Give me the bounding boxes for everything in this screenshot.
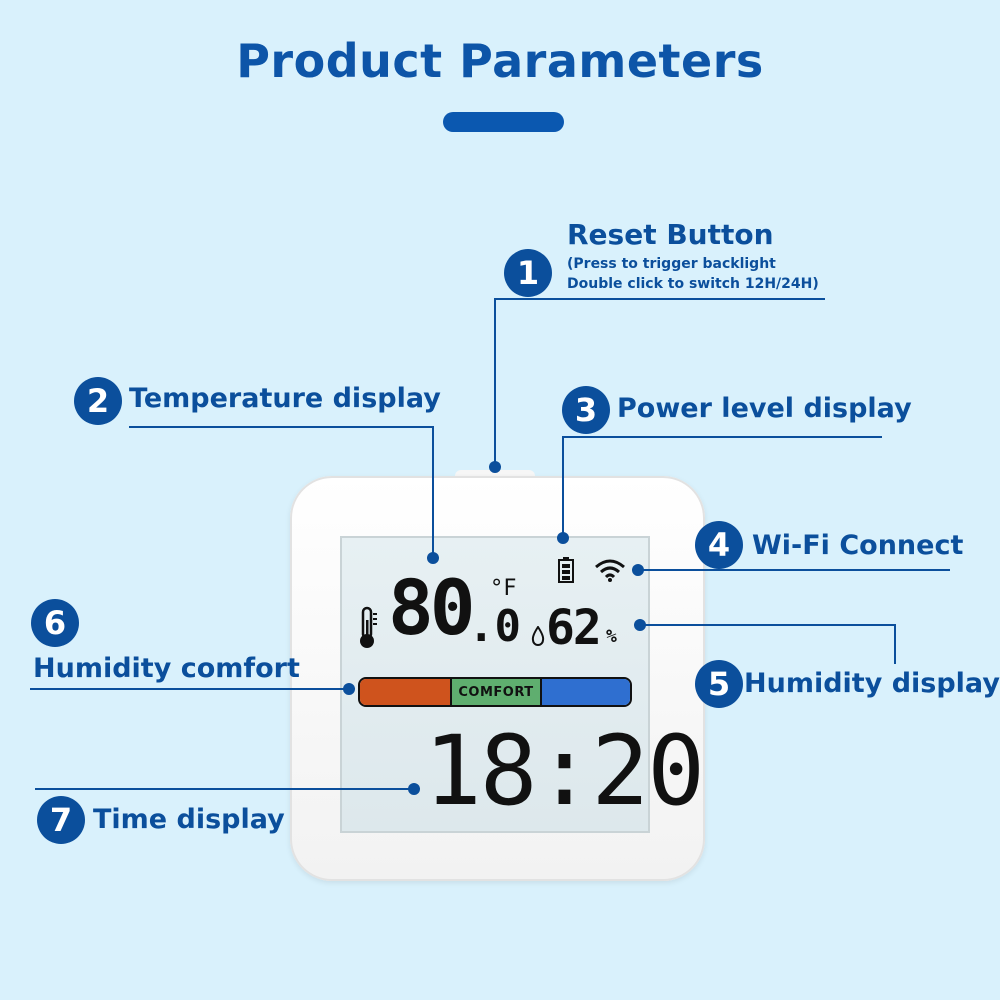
callout-5-badge: 5 (695, 660, 743, 708)
callout-3-dot (557, 532, 569, 544)
callout-7-label: Time display (93, 804, 285, 835)
comfort-dry-segment (360, 679, 450, 705)
callout-4-dot (632, 564, 644, 576)
callout-1-badge: 1 (504, 249, 552, 297)
callout-4-badge: 4 (695, 521, 743, 569)
callout-1-label: Reset Button (567, 218, 774, 251)
callout-2-line-v (432, 426, 434, 556)
callout-6-line-h (30, 688, 345, 690)
callout-2-badge: 2 (74, 377, 122, 425)
temperature-decimal: .0 (468, 601, 521, 652)
callout-7-badge: 7 (37, 796, 85, 844)
callout-6-dot (343, 683, 355, 695)
reset-button[interactable] (455, 470, 535, 480)
wifi-icon (595, 559, 625, 582)
callout-1-line-v (494, 298, 496, 463)
callout-2-dot (427, 552, 439, 564)
callout-1-line-h (494, 298, 825, 300)
battery-icon (558, 557, 574, 583)
callout-2-label: Temperature display (129, 383, 441, 414)
time-value: 18:20 (424, 715, 705, 827)
callout-1-sub-1: (Press to trigger backlight (567, 256, 776, 272)
humidity-comfort-bar: COMFORT (358, 677, 632, 707)
callout-6-label: Humidity comfort (33, 653, 300, 684)
humidity-unit: % (606, 626, 617, 647)
callout-3-label: Power level display (617, 393, 912, 424)
callout-5-label: Humidity display (744, 668, 1000, 699)
callout-6-badge: 6 (31, 599, 79, 647)
temperature-value: 80 (388, 563, 475, 652)
callout-4-label: Wi-Fi Connect (752, 530, 964, 561)
droplet-icon (531, 626, 545, 646)
temperature-unit: °F (490, 576, 517, 601)
callout-3-badge: 3 (562, 386, 610, 434)
comfort-wet-segment (542, 679, 630, 705)
callout-4-line-h (638, 569, 950, 571)
page-title: Product Parameters (236, 34, 764, 88)
callout-1-dot (489, 461, 501, 473)
callout-7-dot (408, 783, 420, 795)
callout-3-line-h (562, 436, 882, 438)
thermometer-icon (360, 606, 377, 648)
callout-3-line-v (562, 436, 564, 536)
callout-1-sub-2: Double click to switch 12H/24H) (567, 276, 819, 292)
callout-7-line-h (35, 788, 415, 790)
humidity-value: 62 (546, 600, 602, 656)
callout-2-line-h (129, 426, 434, 428)
callout-5-line-v (894, 624, 896, 664)
comfort-label: COMFORT (450, 679, 542, 705)
callout-5-line-h (640, 624, 896, 626)
title-underline (443, 112, 564, 132)
callout-5-dot (634, 619, 646, 631)
